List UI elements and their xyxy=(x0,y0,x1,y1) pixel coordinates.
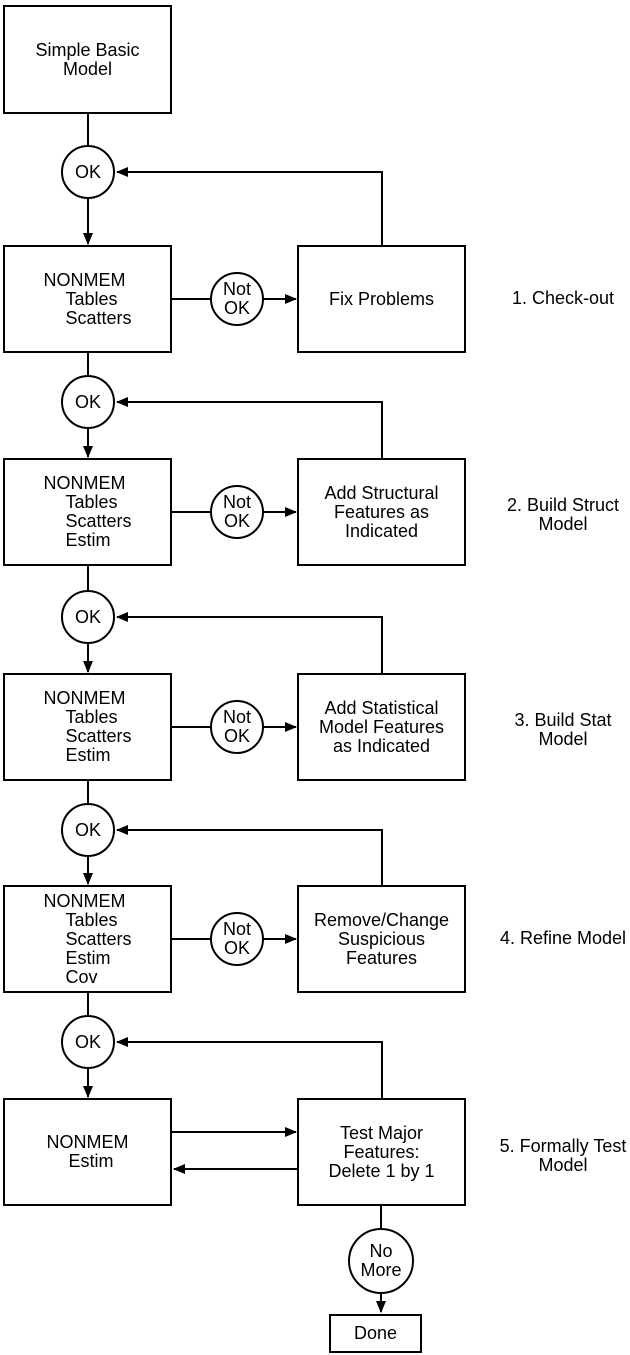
node-text-line: NONMEM xyxy=(43,269,126,290)
node-text-line: Scatters xyxy=(65,726,132,746)
step-label-line: 4. Refine Model xyxy=(499,928,627,948)
node-nonmem-checkout: NONMEM Tables Scatters xyxy=(3,245,172,353)
gate-label: OK xyxy=(223,298,250,318)
gate-no-more: No More xyxy=(348,1228,414,1294)
node-nonmem-build-stat: NONMEM Tables Scatters Estim xyxy=(3,673,172,781)
node-simple-basic-model: Simple Basic Model xyxy=(3,5,172,114)
gate-ok-3: OK xyxy=(61,590,115,644)
gate-label: OK xyxy=(74,161,101,182)
node-remove-change-features: Remove/Change Suspicious Features xyxy=(297,885,466,993)
node-text-line: Cov xyxy=(65,966,98,987)
step-label-2: 2. Build Struct Model xyxy=(463,496,630,534)
node-text-line: Scatters xyxy=(65,511,132,531)
gate-label: OK xyxy=(74,819,101,840)
gate-label: Not xyxy=(222,707,251,727)
step-label-line: Model xyxy=(538,514,588,534)
gate-not-ok-1: Not OK xyxy=(210,272,264,326)
node-text-line: Fix Problems xyxy=(328,288,435,309)
node-text-line: Delete 1 by 1 xyxy=(328,1160,435,1181)
node-text-line: Add Statistical xyxy=(324,697,439,718)
gate-not-ok-3: Not OK xyxy=(210,700,264,754)
step-label-line: 2. Build Struct xyxy=(506,495,620,515)
node-text-line: Scatters xyxy=(65,928,132,949)
node-text-line: Remove/Change xyxy=(313,909,450,930)
gate-label: OK xyxy=(74,391,101,412)
gate-label: Not xyxy=(222,919,251,939)
gate-ok-2: OK xyxy=(61,375,115,429)
node-text-line: as Indicated xyxy=(332,735,431,756)
node-text-line: Done xyxy=(353,1323,398,1343)
node-nonmem-build-struct: NONMEM Tables Scatters Estim xyxy=(3,458,172,566)
gate-label: OK xyxy=(223,511,250,531)
node-text-line: Estim xyxy=(65,530,111,550)
node-nonmem-refine: NONMEM Tables Scatters Estim Cov xyxy=(3,885,172,993)
connector xyxy=(116,825,383,888)
node-text-line: Simple Basic xyxy=(35,39,140,60)
gate-label: OK xyxy=(223,726,250,746)
node-done: Done xyxy=(329,1314,422,1353)
node-text-line: Tables xyxy=(65,909,118,930)
step-label-line: 1. Check-out xyxy=(511,288,615,308)
gate-not-ok-4: Not OK xyxy=(210,912,264,966)
node-text-line: Add Structural xyxy=(324,482,439,503)
gate-label: No xyxy=(369,1241,393,1261)
node-nonmem-formal-test: NONMEM Estim xyxy=(3,1098,172,1206)
node-text-line: Features: xyxy=(343,1141,420,1162)
step-label-1: 1. Check-out xyxy=(463,289,630,308)
step-label-line: Model xyxy=(538,1155,588,1175)
gate-ok-1: OK xyxy=(61,145,115,199)
node-text-line: NONMEM xyxy=(43,688,126,708)
node-text-line: Test Major xyxy=(339,1122,424,1143)
gate-label: OK xyxy=(74,1031,101,1052)
node-text-line: Estim xyxy=(68,1151,114,1171)
gate-label: Not xyxy=(222,279,251,299)
node-text-line: NONMEM xyxy=(43,473,126,493)
node-text-line: NONMEM xyxy=(46,1132,129,1152)
step-label-line: Model xyxy=(538,729,588,749)
node-text-line: Features xyxy=(345,947,418,968)
gate-ok-5: OK xyxy=(61,1015,115,1069)
step-label-line: 5. Formally Test xyxy=(499,1136,627,1156)
connector xyxy=(116,612,383,676)
node-add-structural-features: Add Structural Features as Indicated xyxy=(297,458,466,566)
node-text-line: Tables xyxy=(65,288,118,309)
step-label-4: 4. Refine Model xyxy=(463,929,630,948)
step-label-3: 3. Build Stat Model xyxy=(463,711,630,749)
step-label-line: 3. Build Stat xyxy=(514,710,612,730)
gate-label: Not xyxy=(222,492,251,512)
node-test-major-features: Test Major Features: Delete 1 by 1 xyxy=(297,1098,466,1206)
node-fix-problems: Fix Problems xyxy=(297,245,466,353)
gate-not-ok-2: Not OK xyxy=(210,485,264,539)
step-label-5: 5. Formally Test Model xyxy=(463,1137,630,1175)
gate-ok-4: OK xyxy=(61,803,115,857)
node-text-line: Tables xyxy=(65,707,118,727)
node-text-line: NONMEM xyxy=(43,890,126,911)
node-text-line: Estim xyxy=(65,947,111,968)
gate-label: OK xyxy=(223,938,250,958)
connector xyxy=(116,397,383,461)
node-text-line: Model xyxy=(62,58,113,79)
connector xyxy=(116,1037,383,1101)
node-text-line: Features as xyxy=(333,501,430,522)
node-text-line: Suspicious xyxy=(337,928,426,949)
node-text-line: Scatters xyxy=(65,307,132,328)
node-text-line: Model Features xyxy=(318,716,445,737)
node-text-line: Indicated xyxy=(344,520,419,541)
node-text-line: Tables xyxy=(65,492,118,512)
connector xyxy=(116,167,383,247)
gate-label: OK xyxy=(74,606,101,627)
gate-label: More xyxy=(360,1260,402,1280)
node-text-line: Estim xyxy=(65,745,111,765)
node-add-statistical-features: Add Statistical Model Features as Indica… xyxy=(297,673,466,781)
